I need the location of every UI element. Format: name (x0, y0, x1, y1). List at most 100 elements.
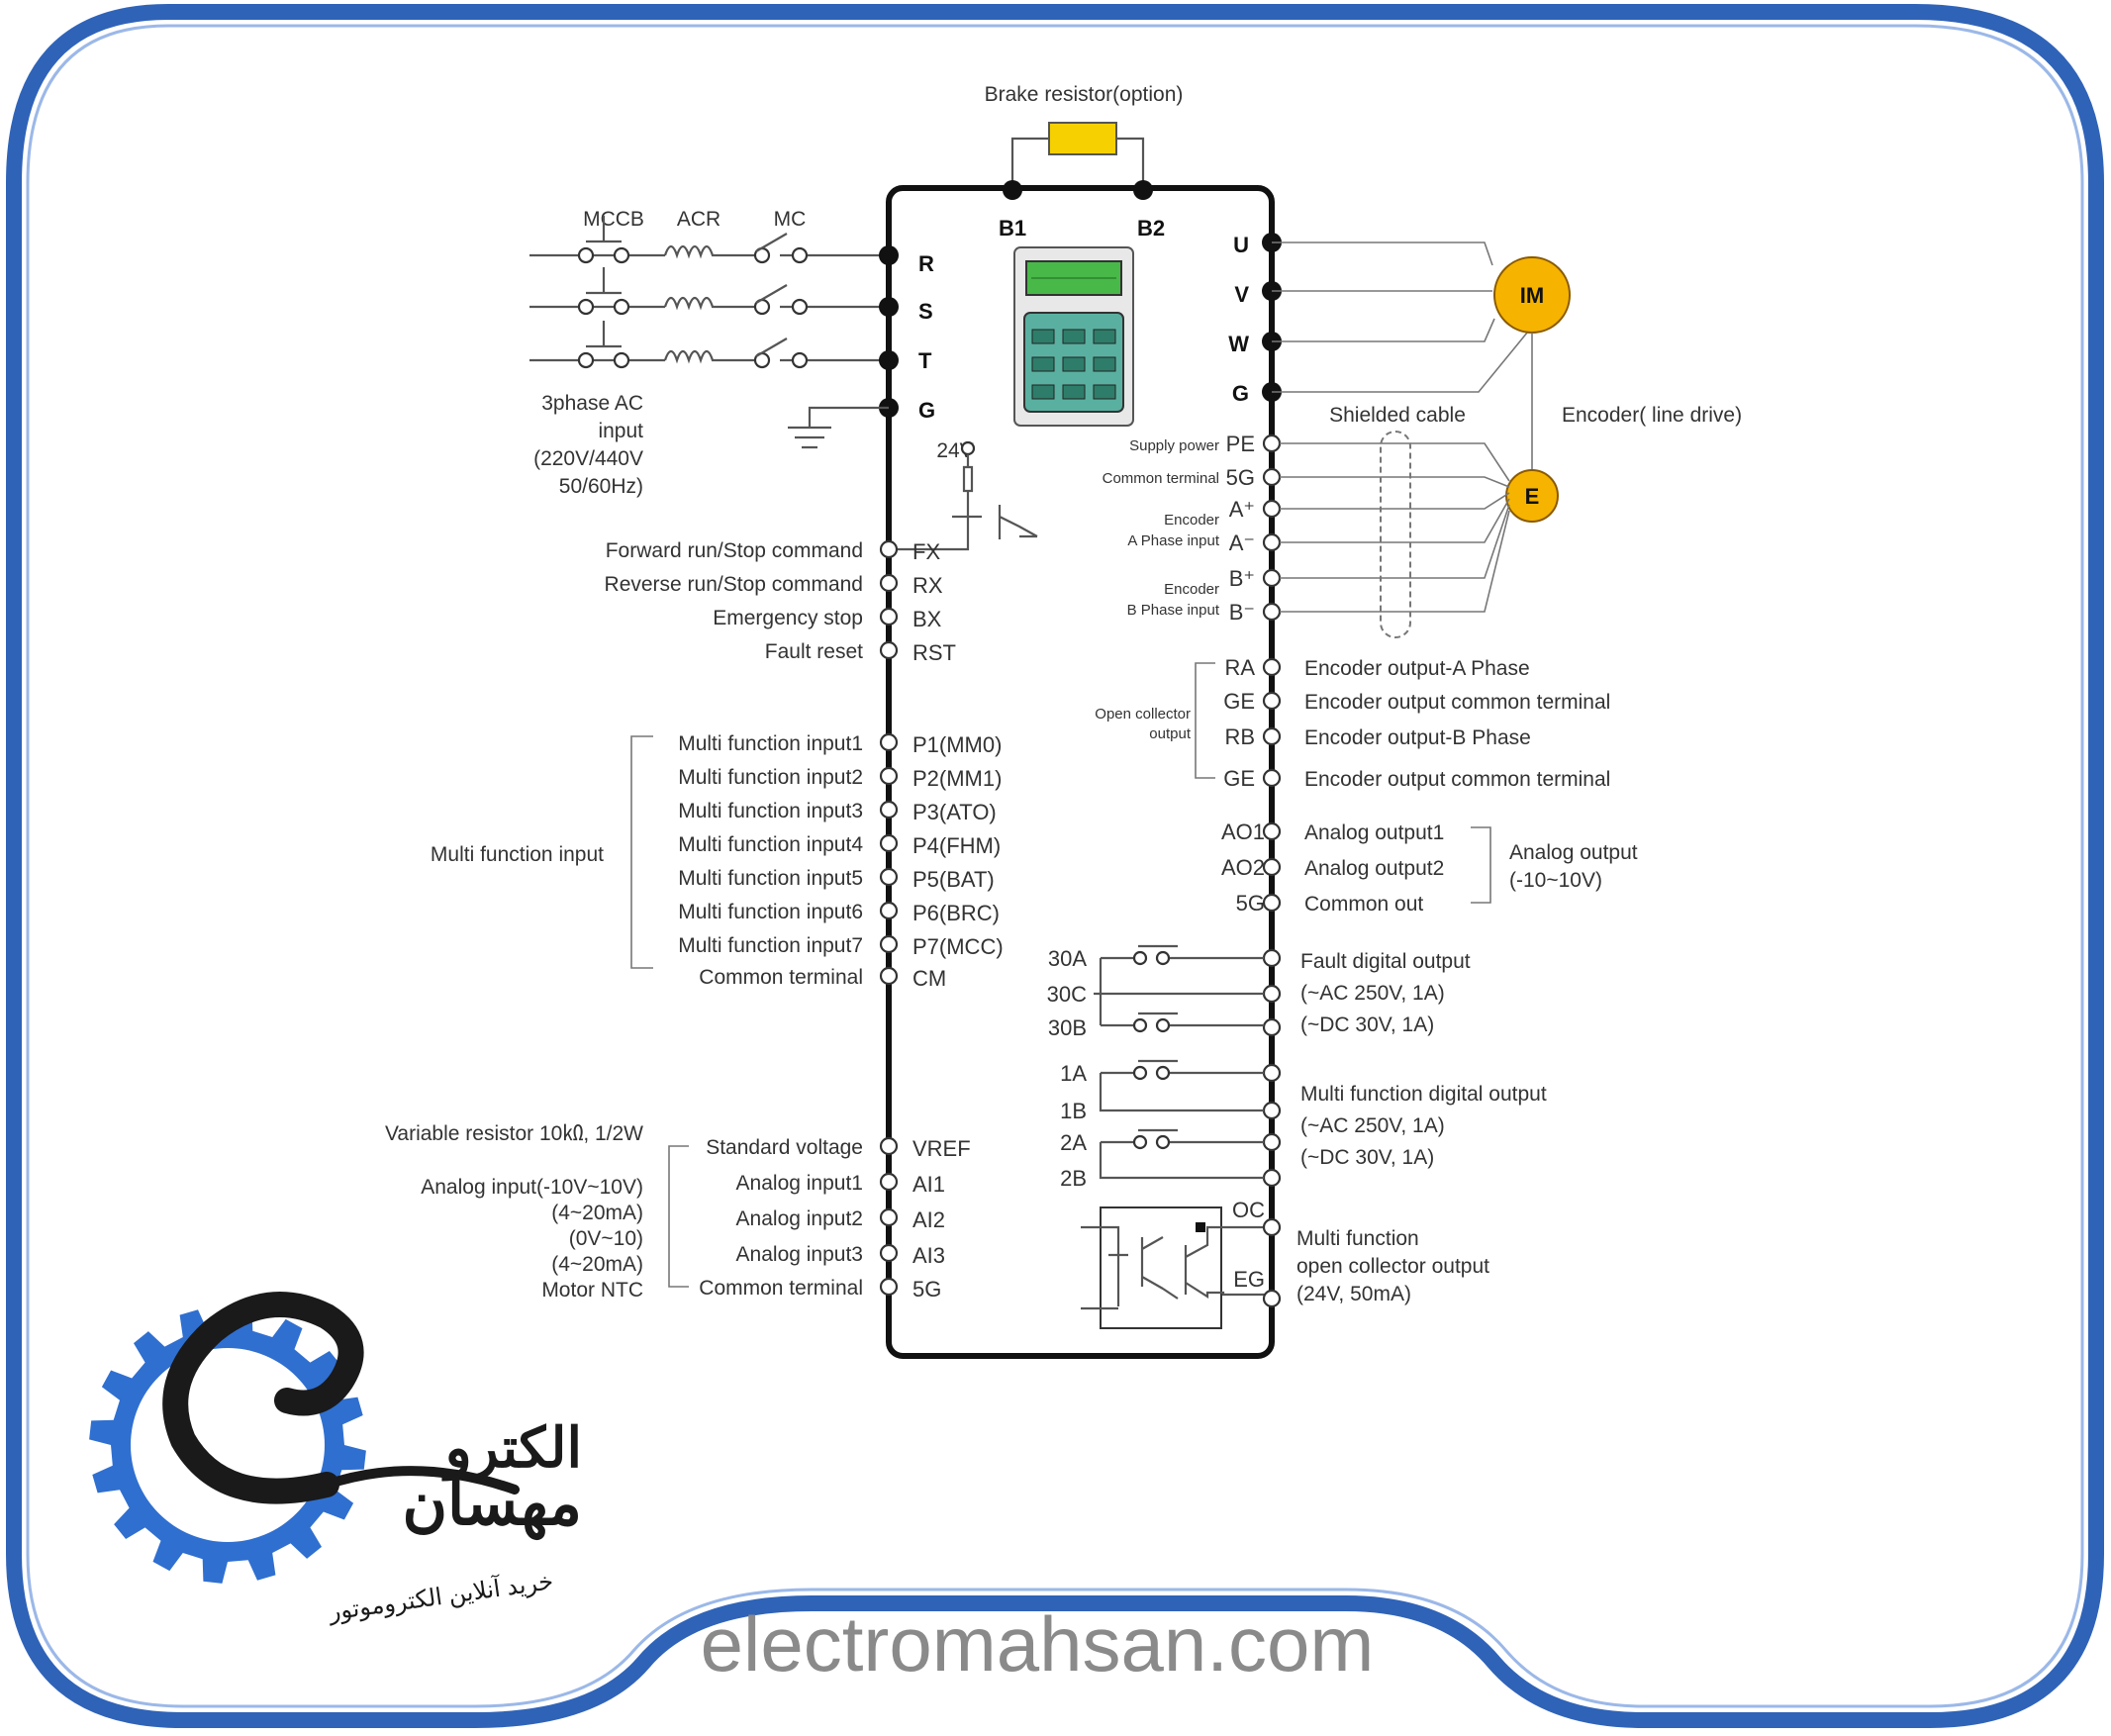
terminal-pin: 5G (912, 1277, 941, 1302)
analog-out-group2: (-10~10V) (1509, 869, 1602, 892)
enc-pin-label: 5G (1226, 465, 1255, 490)
terminal (879, 1243, 899, 1263)
supply-line4: 50/60Hz) (559, 475, 643, 498)
analog-out-pin: 5G (1236, 891, 1265, 916)
terminal-label: Standard voltage (706, 1136, 863, 1159)
pin-r: R (918, 251, 934, 276)
mfoc-line3: (24V, 50mA) (1296, 1283, 1411, 1305)
terminal-pin: AI3 (912, 1243, 945, 1268)
brake-resistor-label: Brake resistor(option) (985, 83, 1184, 106)
relay12-pin: 1A (1060, 1061, 1087, 1086)
terminal-label: Multi function input1 (678, 732, 863, 755)
enc-out-pin: RA (1224, 655, 1255, 680)
fault-relay-terminals: 30A 30C 30B (1047, 944, 1282, 1040)
terminal (879, 1136, 899, 1156)
input-breakers: MCCB ACR MC 3phase AC input (220V/440V 5… (529, 208, 1282, 498)
terminal-pin: P5(BAT) (912, 867, 995, 892)
relay12-pin: 2B (1060, 1166, 1087, 1191)
relay12-pin: 1B (1060, 1099, 1087, 1123)
relay30-pin: 30B (1048, 1015, 1087, 1040)
enc-out-label: Encoder output common terminal (1304, 691, 1610, 714)
enc-pin-label: B⁻ (1229, 600, 1255, 625)
fault-line2: (~AC 250V, 1A) (1300, 982, 1445, 1005)
terminal (879, 901, 899, 920)
terminal-label: Common terminal (699, 1277, 863, 1300)
encoder-label: E (1525, 484, 1540, 509)
supply-line1: 3phase AC (541, 392, 643, 415)
enc-a-label1: Encoder (1164, 512, 1219, 529)
fault-line1: Fault digital output (1300, 950, 1471, 973)
terminal-label: Analog input2 (736, 1207, 863, 1230)
terminal (879, 573, 899, 593)
terminal (879, 732, 899, 752)
encoder-e (1505, 469, 1559, 523)
terminal-pin: RST (912, 640, 956, 665)
terminal (879, 1207, 899, 1227)
keypad (1013, 246, 1134, 427)
terminal-encoder-out (1262, 691, 1282, 711)
terminal-pin: AI2 (912, 1207, 945, 1232)
relay30-pin: 30A (1048, 946, 1087, 971)
analog-desc-line: (4~20mA) (551, 1202, 643, 1224)
terminal-5 (1262, 568, 1282, 588)
common-terminal-enc-label: Common terminal (1103, 470, 1219, 487)
terminal-pin: P2(MM1) (912, 766, 1002, 791)
mccb-label: MCCB (583, 208, 644, 231)
terminal-encoder-out (1262, 726, 1282, 746)
mfdo-line1: Multi function digital output (1300, 1083, 1547, 1106)
oc-group-line2: output (1149, 725, 1192, 742)
terminal (879, 800, 899, 820)
enc-pin-label: PE (1226, 432, 1255, 456)
var-resistor-label: Variable resistor 10㏀, 1/2W (385, 1122, 643, 1145)
terminal-pin: P6(BRC) (912, 901, 1000, 925)
analog-desc-line: Motor NTC (541, 1279, 643, 1302)
terminal (879, 539, 899, 559)
multi-function-input-group: Multi function input (431, 843, 604, 866)
terminal-label: Forward run/Stop command (606, 539, 863, 562)
enc-out-label: Encoder output-B Phase (1304, 726, 1531, 749)
terminal-3 (1262, 499, 1282, 519)
terminal-pin: P3(ATO) (912, 800, 997, 824)
enc-pin-label: A⁺ (1229, 497, 1255, 522)
relay12-pin: 2A (1060, 1130, 1087, 1155)
terminal-label: Multi function input3 (678, 800, 863, 822)
analog-out-pin: AO1 (1221, 820, 1265, 844)
analog-out-pin: AO2 (1221, 855, 1265, 880)
terminal-pin: P1(MM0) (912, 732, 1002, 757)
relay30-pin: 30C (1047, 982, 1087, 1007)
pin-g-in: G (918, 398, 935, 423)
analog-input-description: Analog input(-10V~10V)(4~20mA)(0V~10)(4~… (421, 1176, 643, 1302)
terminal-pin: P7(MCC) (912, 934, 1004, 959)
terminal-analog-out (1262, 821, 1282, 841)
pin-eg: EG (1233, 1267, 1265, 1292)
terminal-pin: AI1 (912, 1172, 945, 1197)
analog-out-group1: Analog output (1509, 841, 1638, 864)
logo-line1: الکترو (441, 1416, 582, 1482)
motor-label: IM (1520, 283, 1544, 308)
pin-g-out: G (1232, 381, 1249, 406)
supply-power-label: Supply power (1129, 437, 1219, 454)
open-collector-output: OC EG (1081, 1198, 1282, 1329)
pin-b1: B1 (999, 216, 1026, 241)
pin-oc: OC (1232, 1198, 1265, 1222)
mc-label: MC (774, 208, 807, 231)
brake-resistor (1048, 122, 1117, 155)
shielded-cable (1380, 431, 1411, 638)
terminal-label: Reverse run/Stop command (605, 573, 863, 596)
terminal-pin: CM (912, 966, 946, 991)
enc-out-pin: RB (1224, 724, 1255, 749)
terminal-pin: VREF (912, 1136, 971, 1161)
mfdo-line2: (~AC 250V, 1A) (1300, 1114, 1445, 1137)
shielded-cable-label: Shielded cable (1329, 404, 1466, 427)
terminal-6 (1262, 602, 1282, 622)
terminal-label: Fault reset (765, 640, 863, 663)
terminal-label: Emergency stop (713, 607, 863, 629)
analog-desc-line: (4~20mA) (551, 1253, 643, 1276)
terminal (879, 607, 899, 627)
terminal-pin: BX (912, 607, 942, 631)
multi-digital-relay-terminals: 1A 1B 2A 2B (1060, 1059, 1282, 1191)
terminal-4 (1262, 532, 1282, 552)
